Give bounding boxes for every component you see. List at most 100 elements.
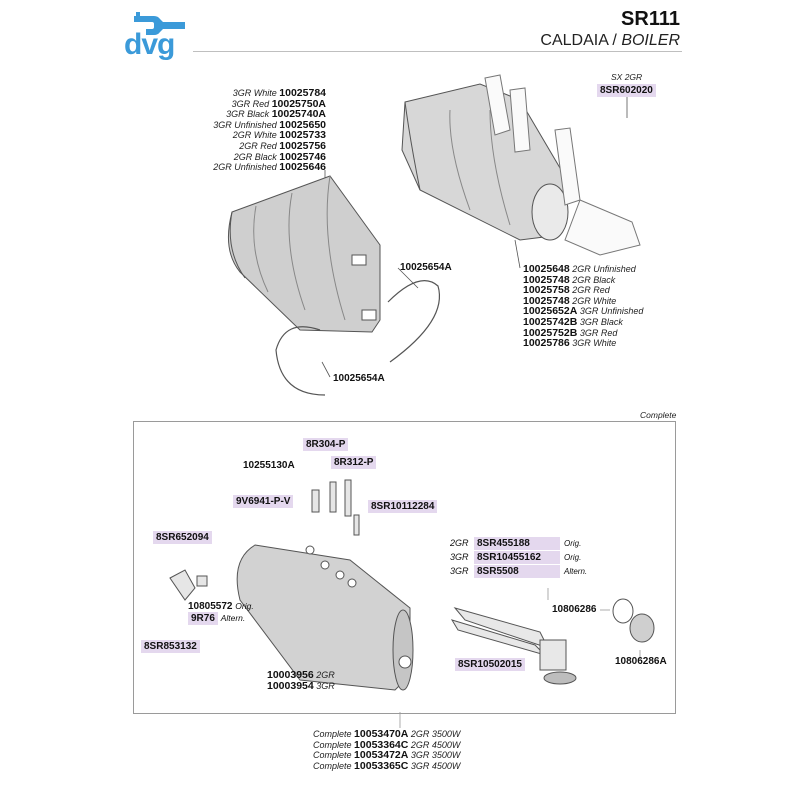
part-8r312p: 8R312-P [331, 456, 377, 469]
option-row: 3GR 8SR5508 Altern. [450, 564, 587, 578]
code: 8SR10455162 [474, 550, 560, 564]
code: 10003954 [267, 679, 314, 692]
code: 10025740A [271, 108, 326, 121]
variant: 2GR Red [572, 285, 610, 296]
element-code: 8SR10502015 [455, 658, 525, 671]
code-row: 3GR Unfinished 10025650 [186, 118, 326, 131]
variant: 3GR Red [231, 98, 270, 109]
variant: 3GR Red [579, 327, 618, 338]
variant: 3GR Unfinished [579, 306, 644, 317]
code-row: 10025752B 3GR Red [523, 327, 643, 339]
code-row: 10003956 2GR [267, 670, 335, 681]
shell-right-codes: 10025648 2GR Unfinished 10025748 2GR Bla… [523, 264, 643, 349]
code-row: 10025758 2GR Red [523, 285, 643, 296]
page-subtitle: CALDAIA / BOILER [540, 32, 680, 50]
ring-left-code: 10025654A [333, 373, 385, 384]
code: 10025756 [279, 139, 326, 152]
code: 10025748 [523, 294, 570, 307]
code: 10025742B [523, 315, 578, 328]
variant: 3GR [450, 566, 469, 576]
code-row: 10003954 3GR [267, 679, 335, 692]
fittings [169, 479, 360, 601]
code-row: 3GR Black 10025740A [186, 109, 326, 120]
code: 10053365C [354, 759, 409, 772]
code-row: Complete 10053470A 2GR 3500W [313, 729, 460, 740]
code: 8SR455188 [474, 536, 560, 550]
part-10255130a: 10255130A [243, 460, 295, 471]
code-row: 10025748 2GR White [523, 294, 643, 307]
code-row: Complete 10053472A 3GR 3500W [313, 750, 460, 761]
header-rule [193, 51, 682, 52]
code: 10025758 [523, 284, 570, 297]
boiler-tank [236, 544, 414, 691]
code: 10053364C [354, 738, 409, 751]
code: 10805572 [188, 601, 233, 612]
shell-left-codes: 3GR White 10025784 3GR Red 10025750A 3GR… [186, 88, 326, 173]
code: 8SR5508 [474, 564, 560, 578]
dvg-tap-logo-icon [134, 12, 185, 35]
note: Orig. [235, 601, 254, 611]
code: 10025650 [279, 118, 326, 131]
code-row: 10025652A 3GR Unfinished [523, 306, 643, 317]
code: 10025786 [523, 337, 570, 350]
complete-codes: Complete 10053470A 2GR 3500W Complete 10… [313, 729, 460, 771]
code-row: 2GR Red 10025756 [186, 141, 326, 152]
model-title: SR111 [621, 8, 680, 30]
code-row: 10025786 3GR White [523, 338, 643, 349]
variant: 2GR [450, 538, 469, 548]
bracket-variant: SX 2GR [611, 72, 643, 82]
code: 10025733 [279, 129, 326, 142]
code: 10003956 [267, 669, 314, 681]
code: 10025784 [279, 87, 326, 99]
code: 10025748 [523, 273, 570, 286]
variant: 3GR Black [226, 109, 270, 120]
note: Altern. [564, 566, 588, 576]
code-row: Complete 10053364C 2GR 4500W [313, 738, 461, 751]
tank-codes: 10003956 2GR 10003954 3GR [267, 670, 335, 691]
variant: 2GR Unfinished [213, 162, 277, 173]
bracket-code: 8SR602020 [597, 84, 656, 97]
subtitle-italic: BOILER [621, 32, 680, 49]
subtitle-main: CALDAIA / [540, 32, 622, 49]
code-row: 10025648 2GR Unfinished [523, 264, 643, 275]
gasket-parts [612, 598, 655, 643]
prefix: Complete [313, 729, 352, 739]
logo-text: dvg [124, 28, 175, 61]
code-row: 10025742B 3GR Black [523, 317, 643, 328]
ring-right-code: 10025654A [400, 262, 452, 273]
variant: 2GR White [232, 130, 277, 141]
code: 9R76 [188, 612, 218, 625]
code: 10053470A [354, 728, 409, 740]
variant: 3GR Black [579, 316, 623, 327]
part-8sr853132: 8SR853132 [141, 640, 200, 653]
code-row: Complete 10053365C 3GR 4500W [313, 759, 460, 772]
variant: 3GR 3500W [410, 750, 461, 761]
variant: 3GR [450, 552, 469, 562]
code: 10025648 [523, 263, 570, 275]
variant: 2GR 4500W [410, 739, 461, 750]
complete-label: Complete [640, 410, 677, 420]
code-row: 2GR Unfinished 10025646 [186, 162, 326, 173]
gasket-sleeve-code: 10806286A [615, 656, 667, 667]
ring-right [387, 280, 440, 363]
variant: 2GR Black [233, 151, 277, 162]
code-row: 3GR White 10025784 [186, 88, 326, 99]
code: 10025646 [279, 161, 326, 174]
note: Altern. [220, 613, 246, 623]
part-8r304p: 8R304-P [303, 438, 349, 451]
part-10805572: 10805572 Orig. [188, 601, 254, 612]
code-row: 10025748 2GR Black [523, 273, 643, 286]
note: Orig. [564, 538, 582, 548]
code: 10025746 [279, 150, 326, 163]
part-9v6941: 9V6941-P-V [233, 495, 294, 508]
code-row: 2GR Black 10025746 [186, 150, 326, 163]
variant: 2GR 3500W [410, 729, 461, 739]
heating-element [450, 607, 577, 685]
part-8sr652094: 8SR652094 [153, 531, 212, 544]
ring-left [275, 326, 326, 396]
code: 10025652A [523, 305, 578, 318]
code-row: 2GR White 10025733 [186, 130, 326, 141]
